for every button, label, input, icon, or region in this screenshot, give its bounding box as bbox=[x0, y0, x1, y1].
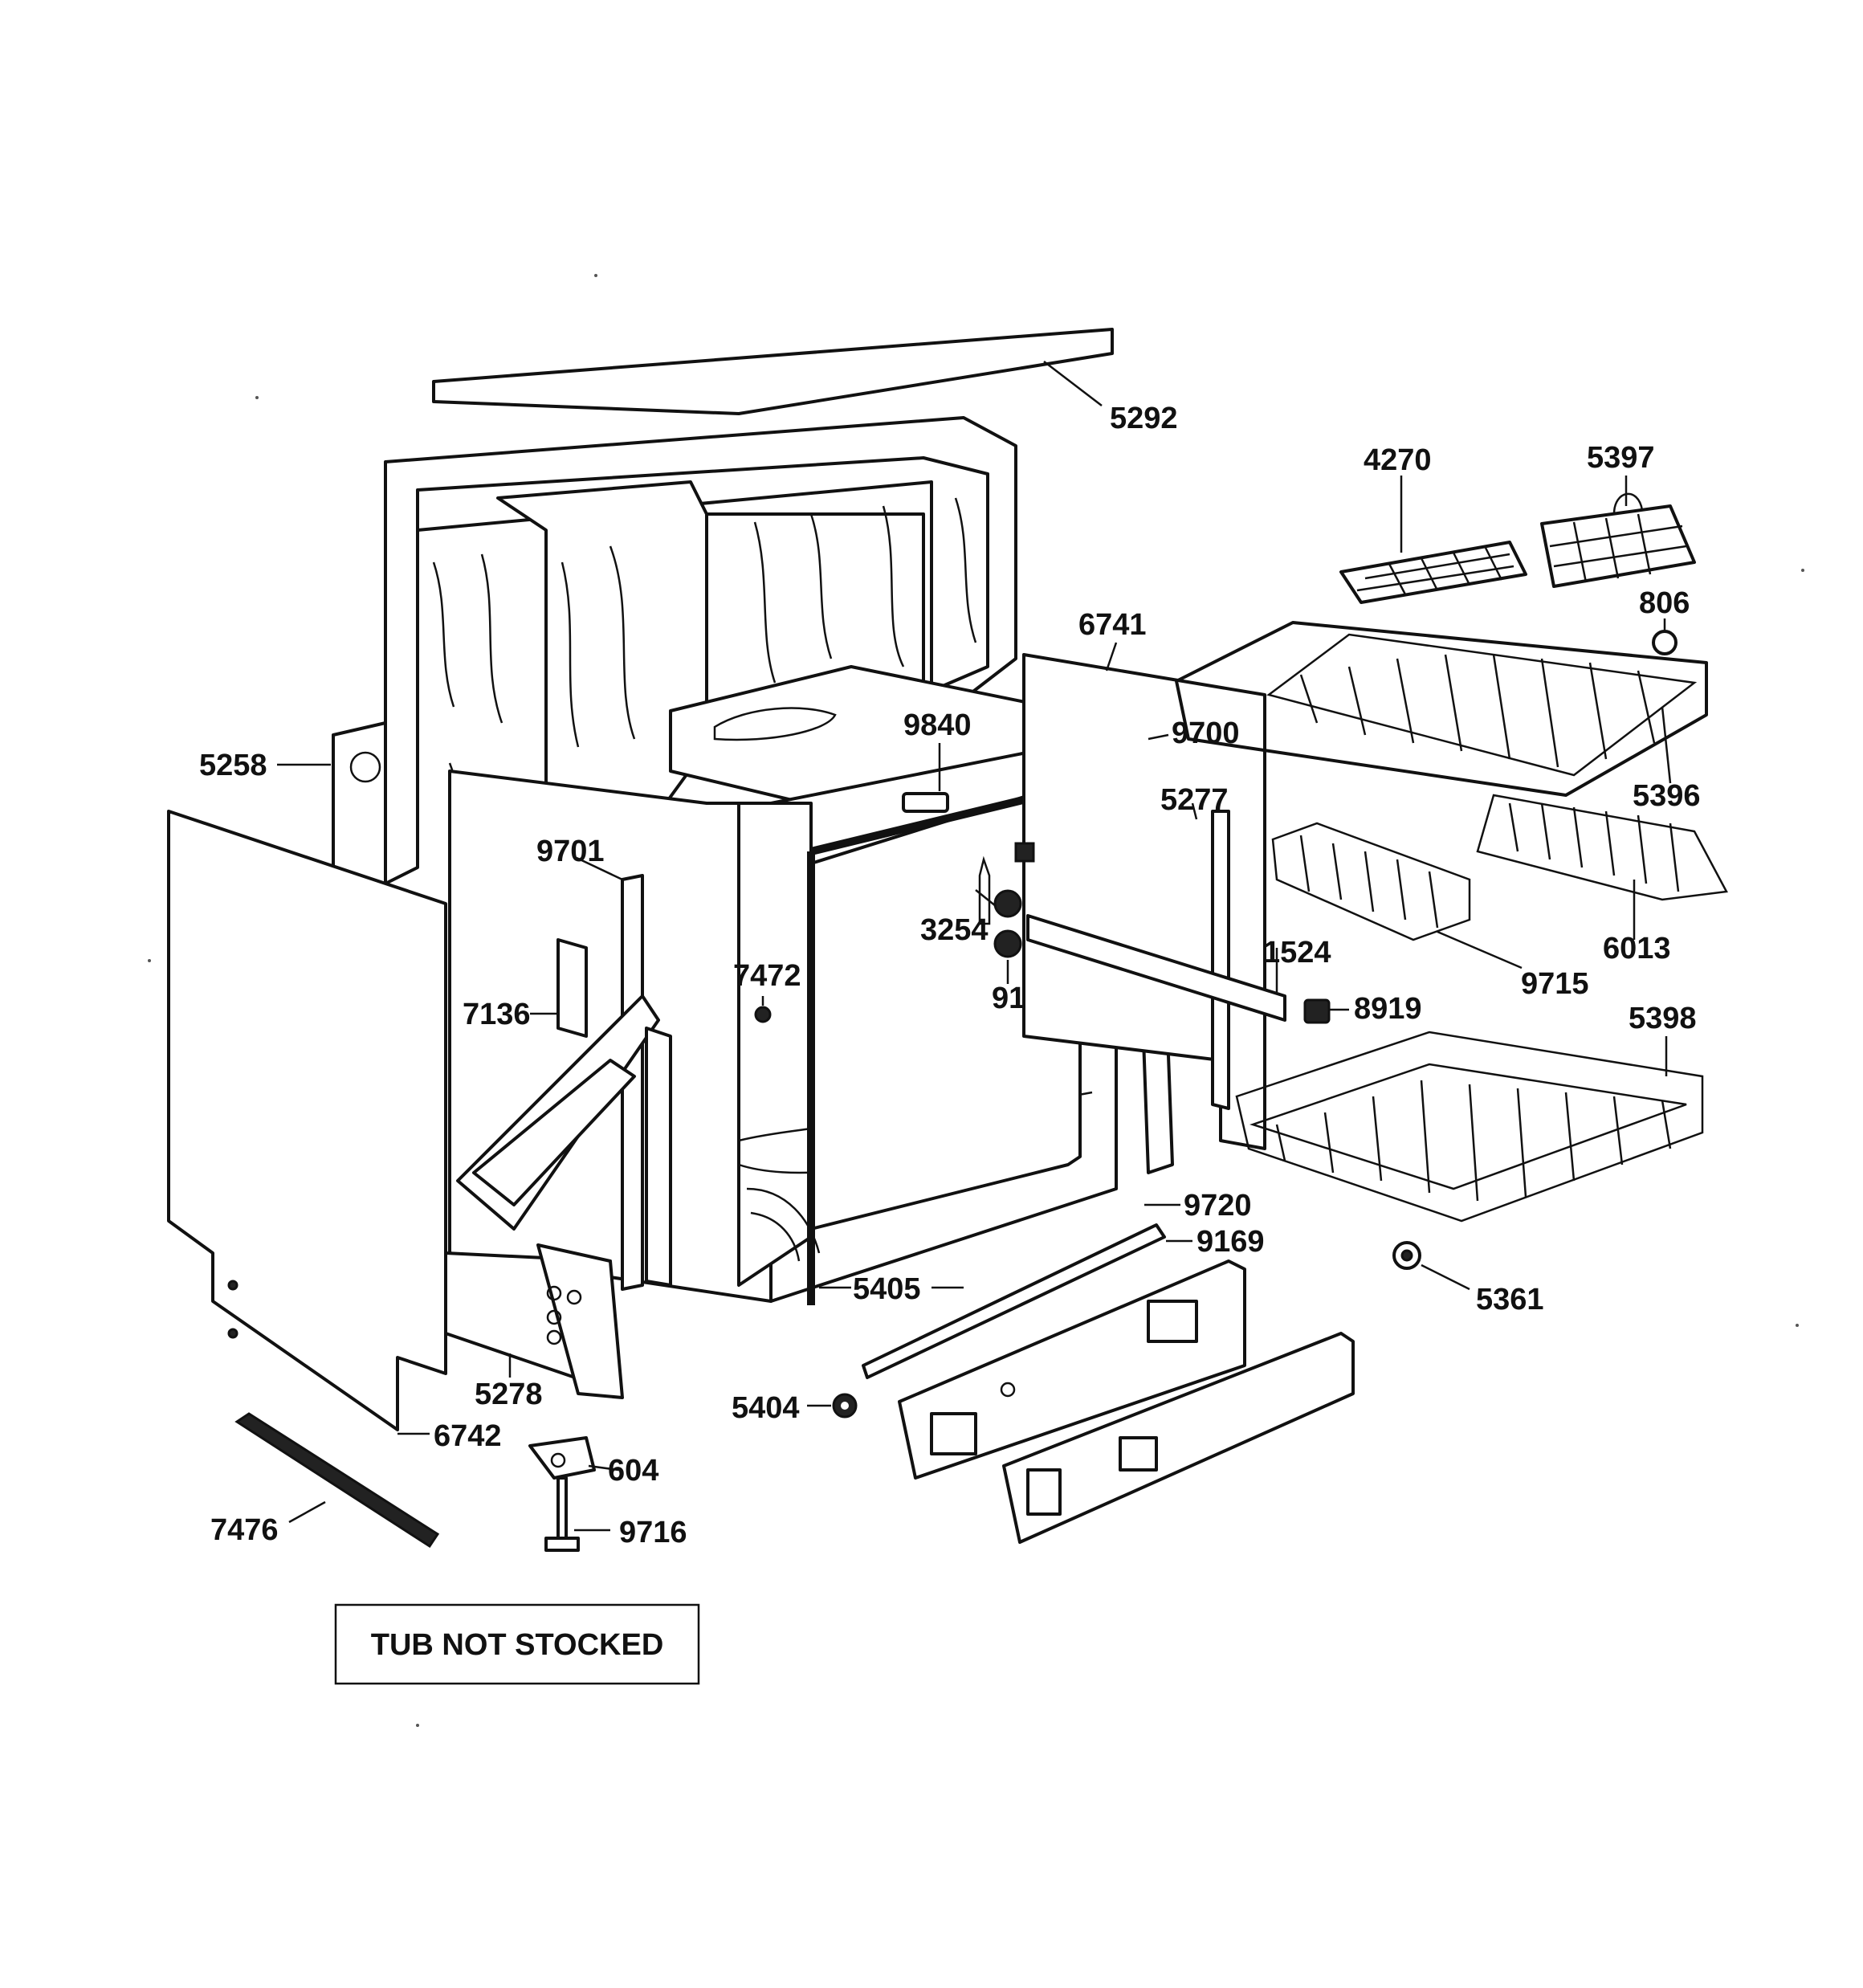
label-5292: 5292 bbox=[1110, 402, 1178, 435]
cabinet-frame bbox=[384, 416, 1017, 925]
side-panel-6741 bbox=[1022, 653, 1266, 1150]
rack-insert-6013 bbox=[1476, 794, 1728, 901]
small-hardware bbox=[754, 792, 1035, 1023]
label-5398: 5398 bbox=[1629, 1002, 1697, 1035]
label-6741: 6741 bbox=[1078, 608, 1147, 642]
wheel-5361 bbox=[1392, 1241, 1421, 1270]
part-labels: 5292 4270 5397 806 6741 9840 9700 5258 5… bbox=[199, 402, 1701, 1549]
leader-lines bbox=[277, 361, 1672, 1532]
hinge-7136 bbox=[456, 938, 672, 1287]
outer-door-frame bbox=[1002, 1332, 1355, 1544]
label-6742: 6742 bbox=[434, 1419, 502, 1453]
lower-rack-5398 bbox=[1235, 1031, 1704, 1223]
label-9840: 9840 bbox=[903, 708, 972, 742]
note-text: TUB NOT STOCKED bbox=[371, 1628, 664, 1662]
note-box: TUB NOT STOCKED bbox=[334, 1603, 700, 1685]
cutlery-basket-5397 bbox=[1540, 492, 1696, 588]
label-5397: 5397 bbox=[1587, 441, 1655, 475]
seal-9169 bbox=[862, 1223, 1166, 1379]
top-panel-5292 bbox=[432, 328, 1114, 415]
label-1524: 1524 bbox=[1263, 936, 1331, 970]
label-7136: 7136 bbox=[463, 998, 531, 1031]
label-5277: 5277 bbox=[1160, 783, 1229, 817]
scan-specks bbox=[148, 274, 1804, 1727]
label-6013: 6013 bbox=[1603, 932, 1671, 965]
strip-9701 bbox=[621, 874, 644, 1291]
label-5396: 5396 bbox=[1633, 779, 1701, 813]
rack-insert-9715 bbox=[1271, 822, 1471, 941]
label-604: 604 bbox=[608, 1454, 658, 1488]
inner-door-panel bbox=[898, 1259, 1246, 1480]
label-8919: 8919 bbox=[1354, 992, 1422, 1026]
label-3254: 3254 bbox=[920, 913, 989, 947]
label-5278: 5278 bbox=[475, 1378, 543, 1411]
strip-7476 bbox=[234, 1412, 440, 1549]
rack-4270 bbox=[1339, 541, 1527, 604]
panel-5278 bbox=[444, 1243, 624, 1399]
label-5405: 5405 bbox=[853, 1272, 921, 1306]
label-806: 806 bbox=[1639, 586, 1690, 620]
label-9720: 9720 bbox=[1184, 1189, 1252, 1223]
label-9701: 9701 bbox=[536, 835, 605, 868]
bracket-604 bbox=[528, 1436, 596, 1480]
label-5361: 5361 bbox=[1476, 1283, 1544, 1316]
clip-806 bbox=[1652, 630, 1678, 655]
label-5258: 5258 bbox=[199, 749, 267, 782]
label-9169: 9169 bbox=[1196, 1225, 1265, 1259]
label-4270: 4270 bbox=[1364, 443, 1432, 477]
label-5404: 5404 bbox=[732, 1391, 800, 1425]
leveling-leg-9716 bbox=[544, 1476, 580, 1552]
label-7472: 7472 bbox=[733, 959, 801, 993]
rail-1524 bbox=[993, 889, 1331, 1024]
label-9716: 9716 bbox=[619, 1516, 687, 1549]
label-7476: 7476 bbox=[210, 1513, 279, 1547]
grommet-5404 bbox=[832, 1393, 858, 1419]
side-panel-6742 bbox=[167, 810, 447, 1431]
upper-rack-5396 bbox=[1175, 621, 1708, 797]
label-91: 91 bbox=[992, 982, 1025, 1015]
label-9700: 9700 bbox=[1172, 716, 1240, 750]
label-9715: 9715 bbox=[1521, 967, 1589, 1001]
